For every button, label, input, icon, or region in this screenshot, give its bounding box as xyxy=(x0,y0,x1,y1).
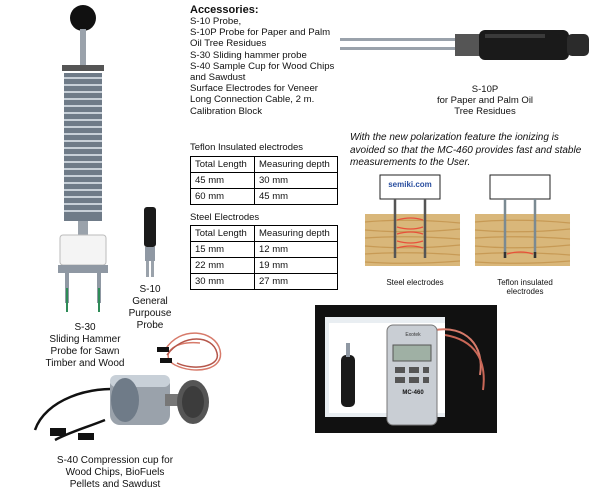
accessory-item: Calibration Block xyxy=(190,105,262,117)
caption-line: Tree Residues xyxy=(454,106,516,117)
table-cell: 12 mm xyxy=(254,241,338,258)
table-cell: 22 mm xyxy=(190,257,255,274)
table-cell: 27 mm xyxy=(254,273,338,290)
caption-line: Timber and Wood xyxy=(45,358,125,369)
table-header: Total Length xyxy=(190,225,255,242)
mc460-photo-drawing xyxy=(325,317,485,426)
table-cell: 60 mm xyxy=(190,188,255,205)
caption-line: Probe for Sawn xyxy=(50,346,120,357)
table-header: Measuring depth xyxy=(254,156,338,173)
teflon-electrodes-label: Teflon insulated electrodes xyxy=(470,278,580,296)
accessories-list: S-10 Probe, S-10P Probe for Paper and Pa… xyxy=(190,16,338,117)
accessories-heading: Accessories: xyxy=(190,4,259,16)
caption-line: for Paper and Palm Oil xyxy=(436,95,534,106)
accessory-item: S-40 Sample Cup for Wood Chips and Sawdu… xyxy=(190,60,335,84)
s10p-caption: S-10P for Paper and Palm Oil Tree Residu… xyxy=(420,84,550,117)
accessory-item: Long Connection Cable, 2 m. xyxy=(190,94,315,106)
caption-line: Purpouse xyxy=(128,308,172,319)
table-row: 45 mm 30 mm xyxy=(190,172,338,189)
s10p-probe-image xyxy=(340,30,589,60)
s30-probe-image xyxy=(58,5,108,312)
caption-line: S-10 xyxy=(139,284,161,295)
table-cell: 19 mm xyxy=(254,257,338,274)
caption-line: Wood Chips, BioFuels xyxy=(65,467,165,478)
caption-line: Probe xyxy=(136,320,164,331)
meter-brand: Exotek xyxy=(405,332,421,338)
caption-line: S-30 xyxy=(74,322,96,333)
accessory-item: S-30 Sliding hammer probe xyxy=(190,49,307,61)
polarization-note: With the new polarization feature the io… xyxy=(350,132,582,168)
meter-model: MC-460 xyxy=(402,390,424,396)
table-header: Measuring depth xyxy=(254,225,338,242)
caption-line: Pellets and Sawdust xyxy=(69,479,161,490)
table-cell: 15 mm xyxy=(190,241,255,258)
caption-line: S-40 Compression cup for xyxy=(56,455,174,466)
diagram-brand: semiki.com xyxy=(388,180,432,189)
s30-caption: S-30 Sliding Hammer Probe for Sawn Timbe… xyxy=(20,322,150,370)
table-row: 15 mm 12 mm xyxy=(190,241,338,258)
caption-line: General xyxy=(132,296,168,307)
connection-cable-image xyxy=(157,332,222,371)
caption-line: S-10P xyxy=(471,84,499,95)
caption-line: Sliding Hammer xyxy=(49,334,121,345)
label-line: electrodes xyxy=(506,287,544,296)
table-header: Total Length xyxy=(190,156,255,173)
spring-coil xyxy=(64,73,102,221)
teflon-table: Total Length Measuring depth 45 mm 30 mm… xyxy=(190,156,338,205)
accessory-item: S-10 Probe, xyxy=(190,16,242,27)
steel-table-title: Steel Electrodes xyxy=(190,212,260,223)
table-row: 30 mm 27 mm xyxy=(190,273,338,290)
steel-table: Total Length Measuring depth 15 mm 12 mm… xyxy=(190,225,338,290)
table-cell: 45 mm xyxy=(254,188,338,205)
electrode-diagram xyxy=(364,174,571,266)
table-cell: 30 mm xyxy=(190,273,255,290)
table-row: 60 mm 45 mm xyxy=(190,188,338,205)
teflon-table-title: Teflon Insulated electrodes xyxy=(190,142,304,153)
s10-probe-image xyxy=(144,207,156,277)
s40-caption: S-40 Compression cup for Wood Chips, Bio… xyxy=(40,455,190,491)
label-line: Teflon insulated xyxy=(497,278,553,287)
s40-cup-image xyxy=(33,375,209,442)
accessory-item: Surface Electrodes for Veneer xyxy=(190,83,318,95)
table-cell: 30 mm xyxy=(254,172,338,189)
mc460-photo: Exotek MC-460 xyxy=(315,305,497,433)
table-row: 22 mm 19 mm xyxy=(190,257,338,274)
table-cell: 45 mm xyxy=(190,172,255,189)
s10-caption: S-10 General Purpouse Probe xyxy=(120,284,180,332)
accessory-item: S-10P Probe for Paper and Palm Oil Tree … xyxy=(190,27,331,50)
steel-electrodes-label: Steel electrodes xyxy=(386,278,444,287)
